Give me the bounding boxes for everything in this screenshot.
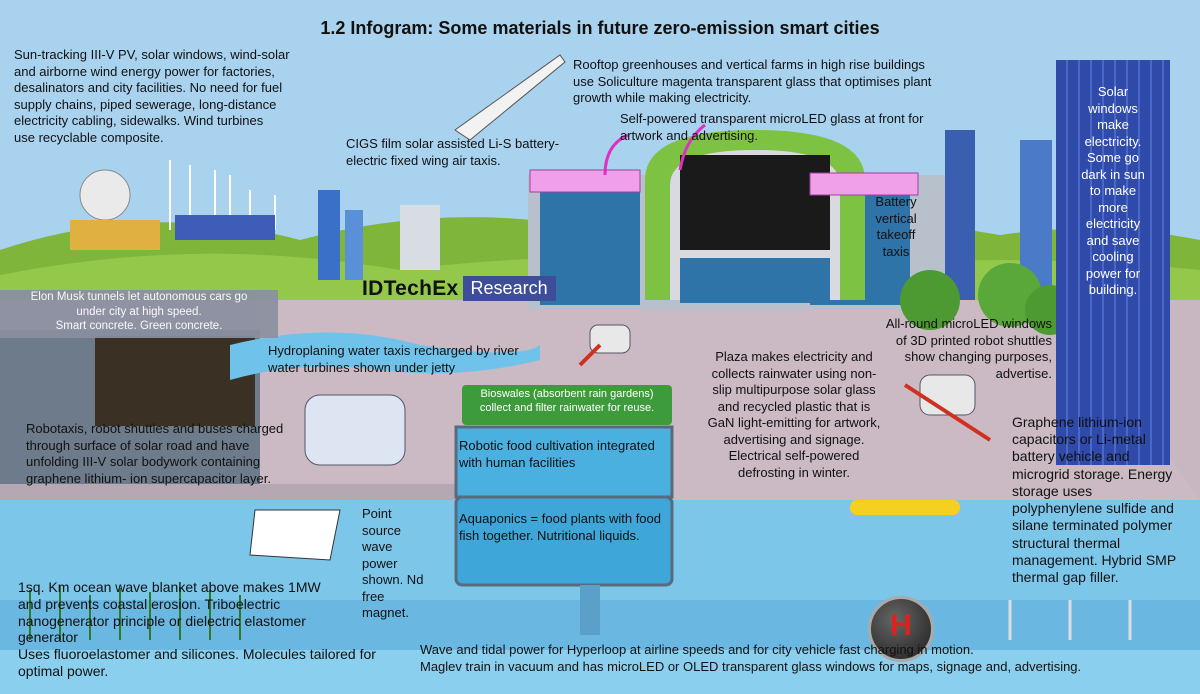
annotation-elon-musk: Elon Musk tunnels let autonomous cars go… [30,291,248,333]
page-title: 1.2 Infogram: Some materials in future z… [320,18,880,38]
annotation-battery-vtol: Battery vertical takeoff taxis [875,194,917,259]
idtechex-logo: IDTechEx Research [362,276,556,301]
annotation-robot-shuttles: All-round microLED windows of 3D printed… [885,316,1052,381]
annotation-graphene: Graphene lithium-ion capacitors or Li-me… [1012,414,1177,585]
annotation-robotic-food: Robotic food cultivation integrated with… [459,438,655,470]
annotation-point-source: Point source wave power shown. Nd free m… [362,506,424,620]
annotation-solar-windows: Solar windows make electricity. Some go … [1081,84,1145,297]
hydrogen-label: H [890,609,912,642]
annotation-bioswales: Bioswales (absorbent rain gardens) colle… [479,388,655,415]
annotation-robotaxis: Robotaxis, robot shuttles and buses char… [26,421,284,486]
annotation-microled-front: Self-powered transparent microLED glass … [620,111,924,143]
annotation-wave-tidal: Wave and tidal power for Hyperloop at ai… [420,642,1082,674]
logo-sub: Research [462,276,556,301]
annotation-sun-tracking: Sun-tracking III-V PV, solar windows, wi… [14,47,290,145]
logo-brand: IDTechEx [362,276,459,300]
solar-window-tower [1056,60,1170,465]
annotation-plaza: Plaza makes electricity and collects rai… [707,349,881,480]
annotation-aquaponics: Aquaponics = food plants with food fish … [459,511,662,543]
annotation-hydroplaning: Hydroplaning water taxis recharged by ri… [268,343,519,375]
hydrogen-icon: H [868,596,934,662]
banner-elon-musk: Elon Musk tunnels let autonomous cars go… [0,290,278,338]
bioswales-box: Bioswales (absorbent rain gardens) colle… [462,385,672,425]
annotation-cigs: CIGS film solar assisted Li-S battery- e… [346,136,560,168]
annotation-ocean-wave: 1sq. Km ocean wave blanket above makes 1… [18,579,376,679]
annotation-rooftop: Rooftop greenhouses and vertical farms i… [573,57,932,105]
